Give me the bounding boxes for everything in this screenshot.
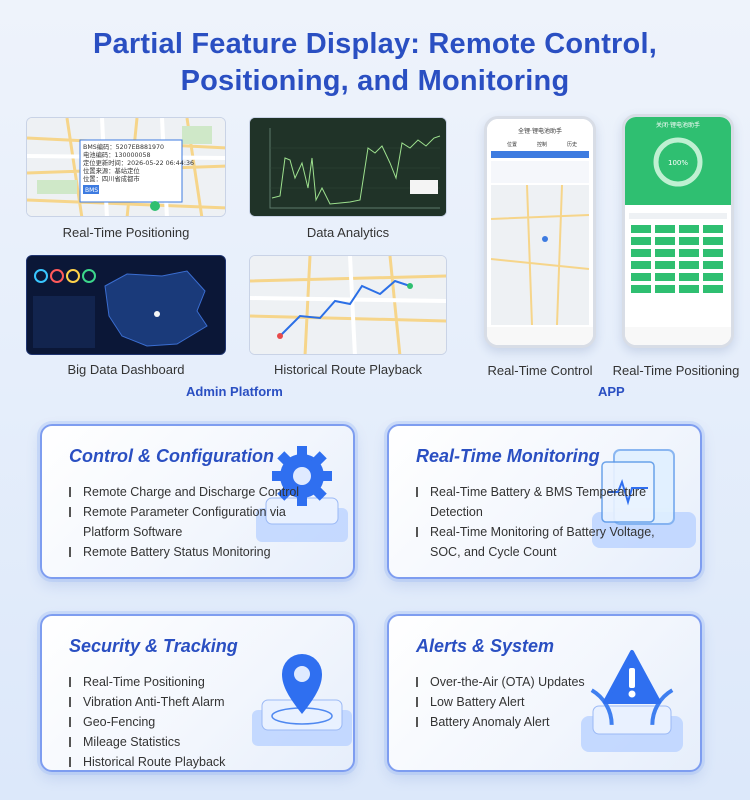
card-title: Control & Configuration bbox=[69, 446, 274, 466]
feature-item: Real-Time Battery & BMS Temperature bbox=[416, 482, 655, 502]
cell-voltage-chip bbox=[679, 249, 699, 257]
caption-historical-route: Historical Route Playback bbox=[273, 362, 423, 377]
admin-dashboard-panel bbox=[26, 255, 226, 355]
dashboard-map bbox=[27, 256, 225, 354]
feature-item: Vibration Anti-Theft Alarm bbox=[69, 692, 225, 712]
admin-route-panel bbox=[249, 255, 447, 355]
cell-voltage-chip bbox=[703, 249, 723, 257]
admin-analytics-panel bbox=[249, 117, 447, 217]
cell-voltage-chip bbox=[703, 237, 723, 245]
phone1-tab[interactable]: 历史 bbox=[567, 141, 577, 148]
caption-big-data-dashboard: Big Data Dashboard bbox=[67, 362, 185, 377]
cell-voltage-chip bbox=[631, 249, 651, 257]
map-popup-line: BMS编码：5207EB881970 bbox=[83, 142, 164, 151]
admin-positioning-panel: BMS编码：5207EB881970 电池编码：130000058 定位更新时间… bbox=[26, 117, 226, 217]
battery-monitor-icon bbox=[592, 449, 696, 548]
phone2-title: 关闭·锂电池助手 bbox=[656, 121, 700, 129]
caption-realtime-control: Real-Time Control bbox=[487, 363, 593, 378]
cell-voltage-chip bbox=[679, 285, 699, 293]
map-popup-line: 定位更新时间：2026-05-22 06:44:36 bbox=[83, 158, 194, 167]
admin-platform-label: Admin Platform bbox=[186, 384, 283, 399]
app-label: APP bbox=[598, 384, 625, 399]
cell-voltage-chip bbox=[703, 261, 723, 269]
feature-item: Historical Route Playback bbox=[69, 752, 225, 770]
feature-list: Real-Time Positioning Vibration Anti-The… bbox=[69, 672, 225, 770]
feature-item: Platform Software bbox=[83, 525, 183, 539]
phone1-tab[interactable]: 控制 bbox=[537, 141, 547, 148]
app-control-screen: 全锂·锂电池助手 位置 控制 历史 bbox=[487, 119, 593, 345]
card-security-tracking: Security & Tracking Real-Time Positionin… bbox=[40, 614, 355, 772]
cell-voltage-chip bbox=[631, 237, 651, 245]
map-popup-line: 位置来源：基站定位 bbox=[83, 166, 140, 175]
caption-realtime-positioning: Real-Time Positioning bbox=[62, 225, 190, 240]
feature-item: Geo-Fencing bbox=[69, 712, 225, 732]
feature-item: Remote Parameter Configuration via bbox=[69, 502, 299, 522]
cell-voltage-chip bbox=[703, 273, 723, 281]
cell-voltage-chip bbox=[703, 225, 723, 233]
cell-voltage-chip bbox=[655, 285, 675, 293]
positioning-map: BMS编码：5207EB881970 电池编码：130000058 定位更新时间… bbox=[27, 118, 225, 216]
page-title: Partial Feature Display: Remote Control,… bbox=[0, 26, 750, 100]
card-title: Security & Tracking bbox=[69, 636, 238, 656]
cell-voltage-chip bbox=[679, 273, 699, 281]
feature-item: SOC, and Cycle Count bbox=[430, 545, 557, 559]
feature-item: Real-Time Monitoring of Battery Voltage, bbox=[416, 522, 655, 542]
phone2-gauge-value: 100% bbox=[668, 159, 688, 167]
app-phone-control: 全锂·锂电池助手 位置 控制 历史 bbox=[484, 116, 596, 348]
caption-data-analytics: Data Analytics bbox=[306, 225, 390, 240]
cell-voltage-chip bbox=[631, 285, 651, 293]
title-line-1: Partial Feature Display: Remote Control, bbox=[93, 28, 657, 60]
cell-voltage-chip bbox=[655, 237, 675, 245]
cell-voltage-chip bbox=[679, 225, 699, 233]
app-battery-screen: 关闭·锂电池助手 100% bbox=[625, 117, 731, 345]
feature-item: Low Battery Alert bbox=[416, 692, 585, 712]
card-alerts-system: Alerts & System Over-the-Air (OTA) Updat… bbox=[387, 614, 702, 772]
card-control-configuration: Control & Configuration Remote Charge an… bbox=[40, 424, 355, 579]
map-popup-line: 电池编码：130000058 bbox=[83, 150, 151, 159]
feature-list: Real-Time Battery & BMS Temperature Dete… bbox=[416, 482, 655, 562]
app-phone-positioning: 关闭·锂电池助手 100% bbox=[622, 114, 734, 348]
cell-voltage-chip bbox=[703, 285, 723, 293]
feature-item: Mileage Statistics bbox=[69, 732, 225, 752]
card-title: Alerts & System bbox=[416, 636, 555, 656]
cell-voltage-chip bbox=[631, 225, 651, 233]
card-title: Real-Time Monitoring bbox=[416, 446, 600, 466]
phone1-tab[interactable]: 位置 bbox=[507, 141, 517, 148]
title-line-2: Positioning, and Monitoring bbox=[180, 65, 570, 97]
cell-voltage-chip bbox=[631, 273, 651, 281]
card-realtime-monitoring: Real-Time Monitoring Real-Time Battery &… bbox=[387, 424, 702, 579]
analytics-line-chart bbox=[250, 118, 446, 216]
feature-item: Battery Anomaly Alert bbox=[416, 712, 585, 732]
feature-item: Real-Time Positioning bbox=[69, 672, 225, 692]
cell-voltage-chip bbox=[655, 261, 675, 269]
feature-item: Detection bbox=[430, 505, 483, 519]
route-map bbox=[250, 256, 446, 354]
cell-voltage-chip bbox=[679, 261, 699, 269]
gear-icon bbox=[256, 446, 348, 542]
feature-item: Remote Battery Status Monitoring bbox=[69, 542, 299, 562]
phone1-title: 全锂·锂电池助手 bbox=[518, 127, 562, 135]
bms-chip: BMS bbox=[85, 187, 98, 194]
caption-app-positioning: Real-Time Positioning bbox=[612, 363, 740, 378]
feature-list: Remote Charge and Discharge Control Remo… bbox=[69, 482, 299, 562]
feature-list: Over-the-Air (OTA) Updates Low Battery A… bbox=[416, 672, 585, 732]
svg-text:BMS编码：5207EB881970 电池编码：: BMS编码：5207EB881970 电池编码：130000058 定位更新时间… bbox=[83, 142, 196, 183]
feature-item: Over-the-Air (OTA) Updates bbox=[416, 672, 585, 692]
cell-voltage-chip bbox=[631, 261, 651, 269]
vehicle-marker-icon[interactable] bbox=[150, 201, 160, 211]
cell-voltage-chip bbox=[655, 249, 675, 257]
cell-voltage-chip bbox=[655, 225, 675, 233]
cell-voltage-chip bbox=[655, 273, 675, 281]
location-pin-icon bbox=[252, 654, 352, 746]
warning-icon bbox=[581, 650, 683, 752]
map-popup-line: 位置：四川省成都市 bbox=[83, 174, 140, 183]
cell-voltage-chip bbox=[679, 237, 699, 245]
feature-item: Remote Charge and Discharge Control bbox=[69, 482, 299, 502]
